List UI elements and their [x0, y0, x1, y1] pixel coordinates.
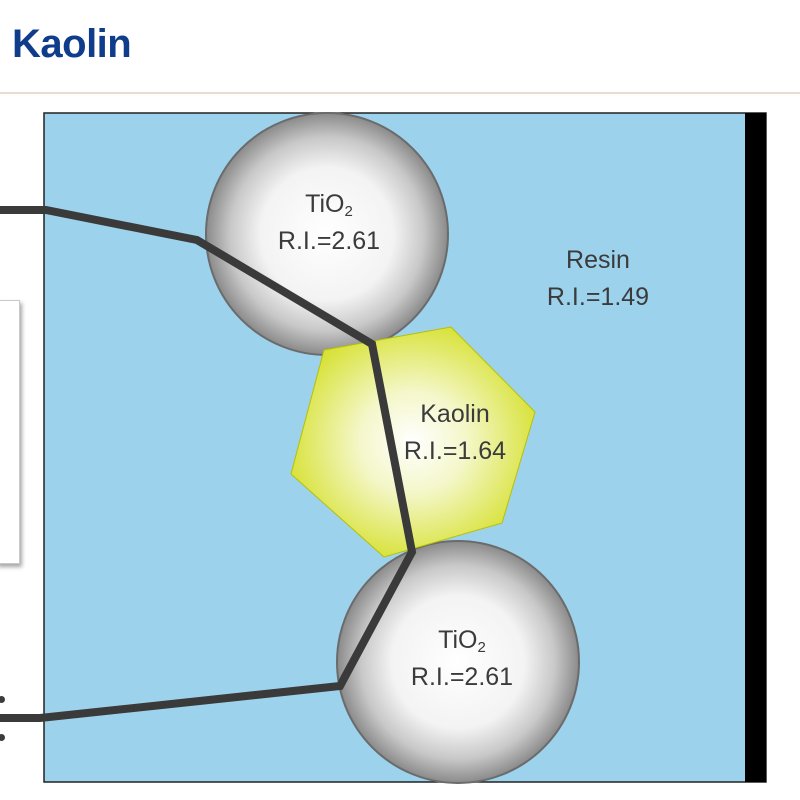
title-divider [0, 92, 800, 94]
kaolin-particle [290, 326, 536, 558]
resin-name: Resin [566, 246, 630, 274]
light-path [0, 206, 417, 722]
kaolin-label: Kaolin R.I.=1.64 [404, 396, 506, 470]
tio2-bottom-name: TiO [438, 626, 478, 654]
bullet-dot [0, 696, 5, 703]
tio2-top-name: TiO [305, 190, 345, 218]
tio2-top-subscript: 2 [344, 203, 353, 220]
resin-label: Resin R.I.=1.49 [547, 242, 649, 316]
kaolin-name: Kaolin [420, 400, 490, 428]
resin-ri: R.I.=1.49 [546, 283, 650, 311]
tio2-top-label: TiO2 R.I.=2.61 [278, 186, 380, 260]
tio2-bottom-label: TiO2 R.I.=2.61 [411, 622, 513, 696]
side-panel [0, 300, 20, 564]
tio2-top-ri: R.I.=2.61 [277, 227, 381, 255]
page-title: Kaolin [12, 22, 132, 66]
tio2-bottom-subscript: 2 [477, 639, 486, 656]
tio2-bottom-ri: R.I.=2.61 [410, 663, 514, 691]
tio2-particle-bottom [336, 540, 580, 784]
bullet-dot [0, 734, 5, 741]
right-edge-bar [745, 113, 766, 782]
kaolin-ri: R.I.=1.64 [403, 437, 507, 465]
